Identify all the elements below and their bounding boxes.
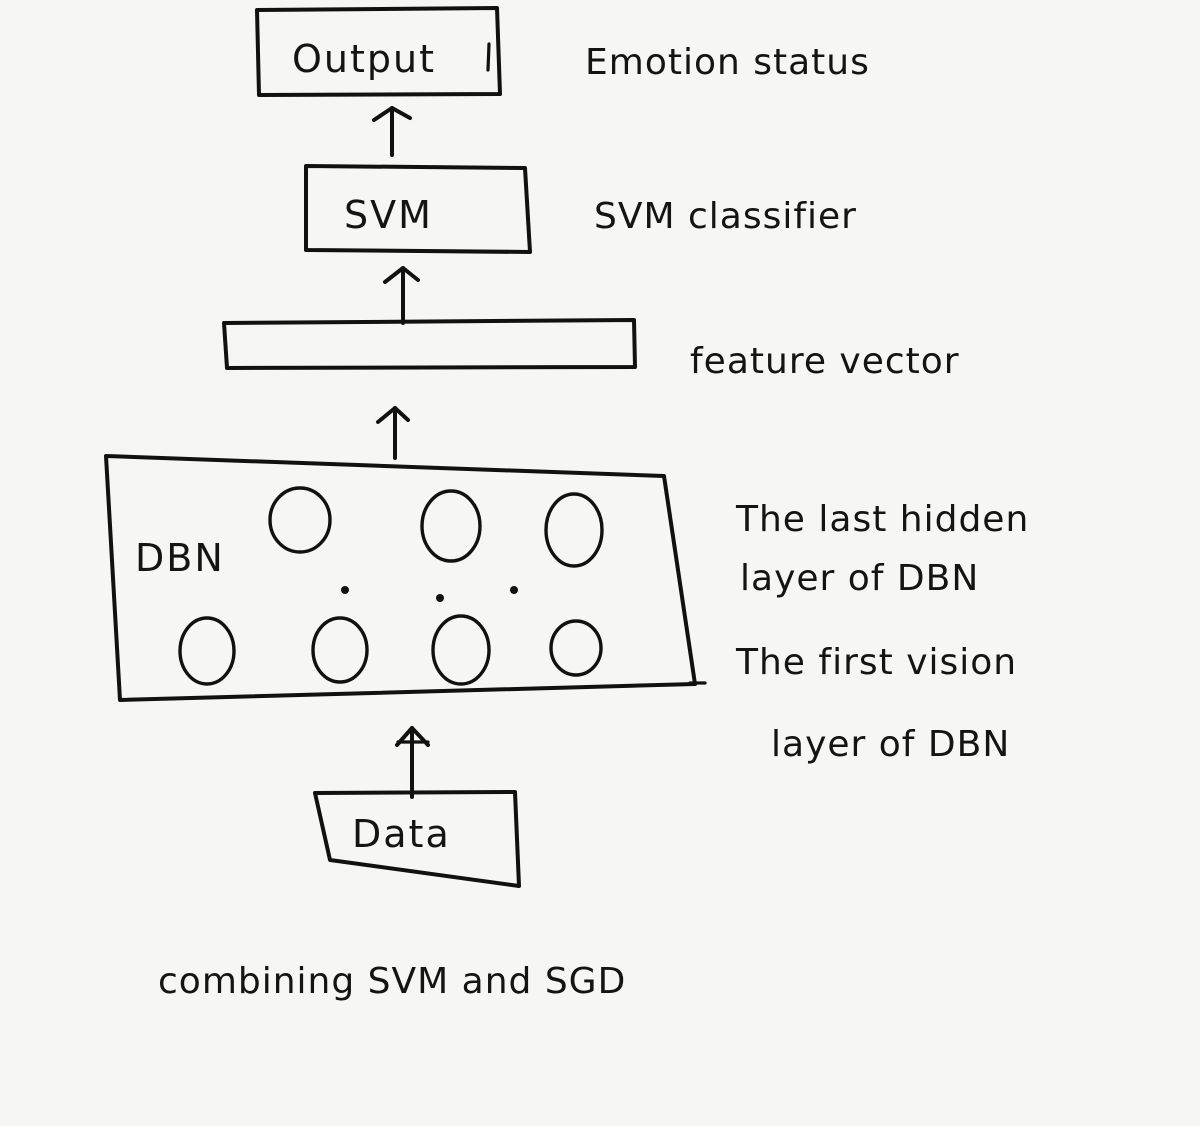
first-visible-note-line2: layer of DBN (771, 724, 1010, 765)
svm-label: SVM (344, 193, 433, 237)
last-hidden-note-line2: layer of DBN (740, 558, 979, 599)
emotion-status-note: Emotion status (585, 42, 870, 83)
hidden-layer-nodes (268, 486, 604, 568)
first-visible-note-line1: The first vision (735, 642, 1017, 683)
visible-node (549, 619, 603, 677)
hidden-node (544, 492, 604, 568)
arrow-feature-to-svm (383, 266, 420, 325)
visible-node (431, 614, 491, 686)
arrow-data-to-dbn (395, 726, 430, 799)
feature-vector-note: feature vector (690, 341, 960, 382)
dbn-label: DBN (135, 536, 225, 580)
data-label: Data (352, 812, 451, 856)
visible-node (178, 616, 236, 686)
feature-vector-bar (222, 318, 637, 370)
svm-box (304, 164, 532, 254)
visible-node (311, 616, 369, 684)
data-box (313, 790, 521, 888)
layer-gap-dots (341, 586, 518, 602)
svm-classifier-note: SVM classifier (594, 196, 857, 237)
dbn-box (104, 454, 707, 702)
output-box (255, 6, 502, 97)
diagram-caption: combining SVM and SGD (158, 961, 626, 1002)
output-label: Output (292, 37, 436, 81)
visible-layer-nodes (178, 614, 603, 686)
last-hidden-note-line1: The last hidden (735, 499, 1029, 540)
arrow-svm-to-output (372, 106, 412, 157)
arrow-dbn-to-feature (376, 406, 410, 460)
hidden-node (420, 489, 482, 563)
hidden-node (268, 486, 332, 554)
